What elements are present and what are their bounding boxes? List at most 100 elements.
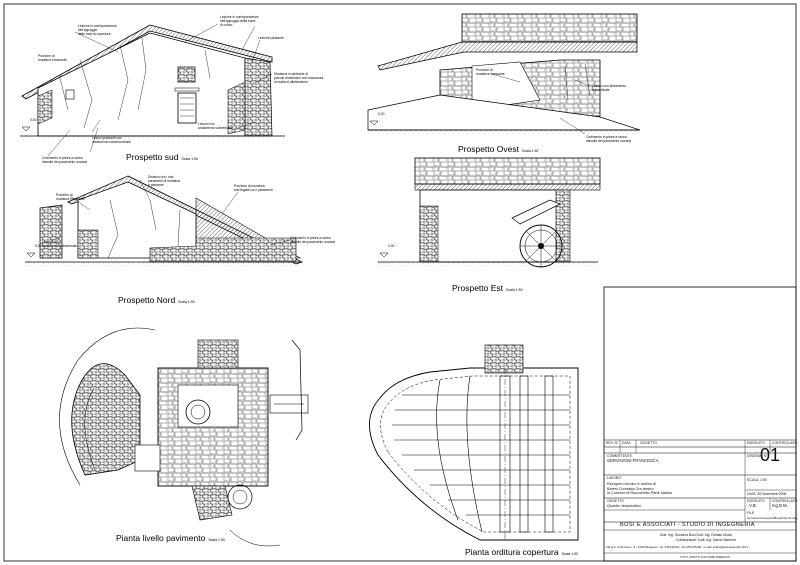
note-sud-4: Porzione di muratura mancante xyxy=(38,54,67,62)
studio-name: BOSI E ASSOCIATI - STUDIO DI INGEGNERIA xyxy=(620,522,755,528)
quota-ovest: 0,00 xyxy=(378,112,385,116)
note-nord-1: Porzione di muratura mancante xyxy=(56,193,85,201)
note-nord-4: Lesioni con andamento subverticale xyxy=(42,240,78,248)
est-channel xyxy=(511,199,561,225)
studio-address: Via IV.C. Ambrosini n. 8 - 24126 Bergamo… xyxy=(606,545,749,549)
est-wall xyxy=(419,189,561,263)
ovest-leaders xyxy=(491,73,591,135)
eseguito-value: V.B. xyxy=(749,503,757,508)
note-ovest-2: Lesioni con andamento subverticale xyxy=(592,84,627,92)
prospetto-sud-drawing xyxy=(20,23,285,157)
lavoro-label: LAVORO xyxy=(607,476,621,480)
pav-bottom-steps xyxy=(191,485,233,521)
rev-col-header: REV. N° xyxy=(606,441,619,445)
pav-curved-wall xyxy=(71,363,141,476)
pav-millstone xyxy=(185,399,211,425)
eseguito-col-header: ESEGUITO xyxy=(747,441,765,445)
note-sud-7: Lesioni con andamento subverticale xyxy=(198,122,234,130)
oggetto-col-header: OGGETTO xyxy=(640,441,657,445)
pianta-copertura-drawing xyxy=(369,344,579,541)
sud-small-window xyxy=(65,89,75,100)
disegno-number: 01 xyxy=(760,445,781,465)
ovest-cracks xyxy=(564,63,591,101)
controllato-label: CONTROLLATO xyxy=(772,499,798,503)
copyright-notice: TUTTI I DIRITTI D'AUTORE RISERVATI xyxy=(680,555,731,559)
cop-outline xyxy=(369,367,579,541)
quota-nord: 0,00 xyxy=(35,244,42,248)
note-sud-8: Cedimento in pietra a secco dissolto del… xyxy=(42,156,88,164)
note-nord-5: Cedimento in pietra a secco dissolto del… xyxy=(290,236,336,244)
est-roof xyxy=(414,157,601,185)
note-sud-5: Muratura in pietrame di piccole dimensio… xyxy=(274,72,324,84)
sud-cracks xyxy=(59,37,211,129)
studio-engineers: Dott. Ing. Giovanni Bosi Dott. Ing. Dona… xyxy=(660,533,732,537)
est-left-stone xyxy=(419,205,439,263)
note-sud-3: Lesione passante xyxy=(258,36,284,40)
sud-side-wall xyxy=(244,57,273,137)
pianta-pavimento-drawing xyxy=(59,327,309,547)
lavoro-value: Recupero tecnico e mulino di Baresi Cont… xyxy=(607,482,672,496)
pav-millstone-2 xyxy=(227,484,253,510)
title-block xyxy=(603,286,797,562)
note-ovest-3: Cedimento in pietra a secco dissolto del… xyxy=(586,135,632,143)
est-roof-edge xyxy=(414,183,601,191)
pav-lower-path xyxy=(229,529,281,547)
est-right-pier xyxy=(555,189,571,263)
sud-roof xyxy=(21,24,273,100)
cop-top-block xyxy=(484,344,524,374)
pav-outer-arc xyxy=(59,327,156,486)
oggetto-label: OGGETTO xyxy=(607,499,624,503)
note-sud-2: Lesione in corrispondenza dell'appoggio … xyxy=(78,24,117,36)
sud-stone-patch xyxy=(227,81,246,135)
nord-leaders xyxy=(49,179,291,246)
cop-outline-inner xyxy=(380,375,571,533)
cop-beams xyxy=(436,375,554,533)
prospetto-ovest-drawing xyxy=(367,13,641,135)
nord-cracks xyxy=(107,199,181,259)
ovest-roof-edge xyxy=(377,41,638,71)
sud-window xyxy=(177,66,196,83)
est-water-wheel xyxy=(519,224,563,268)
eseguito-label: ESEGUITO xyxy=(747,499,765,503)
pav-top-block xyxy=(197,339,239,369)
oggetto-value: Quadro fessurativo xyxy=(607,503,641,508)
note-nord-2: Distacco tra i due paramenti di muratura… xyxy=(148,175,181,187)
controllato-value: Ing.D.M. xyxy=(772,503,788,508)
file-label: FILE xyxy=(747,511,755,515)
prospetto-est-drawing xyxy=(378,157,601,268)
sud-wall xyxy=(37,32,246,137)
ovest-roof xyxy=(461,13,638,43)
sud-lintel xyxy=(174,87,200,92)
data-col-header: DATA xyxy=(622,441,631,445)
disegno-label: DISEGNO N° xyxy=(747,454,768,458)
scala-value: SCALA: 1:50 xyxy=(747,478,767,482)
quota-sud: 0,00 xyxy=(30,118,37,122)
pav-channel xyxy=(291,339,303,441)
note-nord-3: Porzione di muratura mal legata con i pa… xyxy=(234,184,273,192)
committente-label: COMMITTENTE xyxy=(607,454,632,458)
nord-left-wall xyxy=(39,204,63,259)
pav-left-annex xyxy=(134,444,161,472)
sud-door xyxy=(177,92,197,124)
ovest-ground-slope xyxy=(367,94,641,131)
sheet-border xyxy=(3,3,797,562)
note-sud-1: Lesione in corrispondenza dell'appoggio … xyxy=(220,15,259,27)
note-sud-6: Lesioni passanti con andamento suborizzo… xyxy=(92,136,131,144)
controllato-col-header: CONTROLLATO xyxy=(772,441,798,445)
prospetto-nord-drawing xyxy=(25,175,304,266)
nord-stone-left xyxy=(77,229,99,259)
studio-collaborator: Collaboratore: Dott. Ing. Danilo Manenti xyxy=(676,538,736,542)
sud-stone-patch-left xyxy=(37,89,53,125)
sud-leaders xyxy=(47,23,273,157)
quota-est: 0,00 xyxy=(388,244,395,248)
note-ovest-1: Porzione di muratura mancante xyxy=(476,68,505,76)
ovest-gap xyxy=(471,61,541,111)
committente-value: GERVASONI FRANCESCA xyxy=(607,458,659,463)
